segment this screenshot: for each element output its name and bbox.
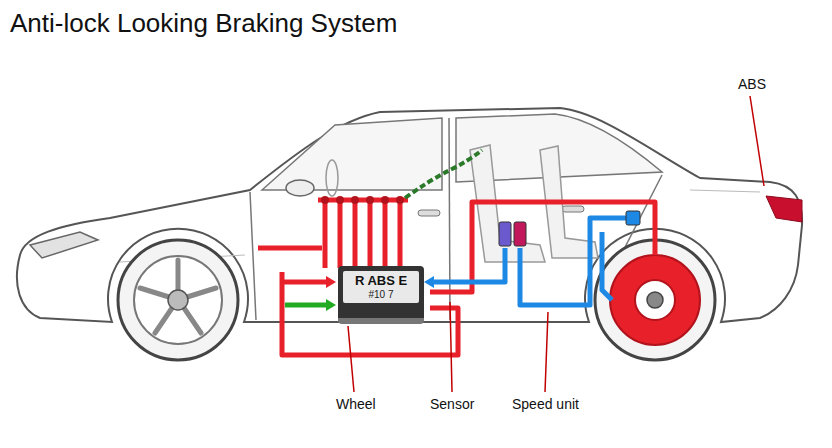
rear-wheel-brake-disc [595,240,715,360]
front-wheel [155,308,172,333]
unit-label: R ABS E [349,273,413,289]
red-wires [368,200,373,268]
connector-dots [366,196,374,204]
front-wheel [184,308,201,333]
connector-dots [336,196,344,204]
connector-dots [321,196,404,204]
car-body [250,192,256,320]
part-label: Speed unit [510,396,581,412]
leader-lines [450,302,452,392]
green-wire [405,150,482,198]
blue-lines [520,218,628,305]
car-body [766,196,802,222]
diagram-title: Anti-lock Looking Braking System [10,8,397,39]
red-wires [258,200,655,355]
front-wheel [176,260,181,290]
hose-connectors [626,211,640,225]
red-wires [282,280,326,285]
part-label: Sensor [428,396,476,412]
car-body [262,118,442,190]
leader-lines [750,96,764,186]
callout-label: ABS [736,76,768,92]
front-wheel [134,256,222,344]
green-arrow [285,303,326,308]
seats [326,160,338,196]
red-wires [353,200,358,268]
abs-control-unit: R ABS E#10 7 [338,266,424,324]
front-wheel [187,288,216,297]
red-wires [258,246,322,251]
hose-connectors [499,211,640,246]
rear-wheel-brake-disc [595,240,715,360]
arrow-head [326,299,336,311]
red-wires [383,200,388,268]
red-wires [323,200,328,268]
blue-lines [434,248,505,282]
red-wires [318,198,408,203]
arrow-head [424,276,434,288]
arrow-head [326,276,336,288]
car-body [30,232,98,258]
rear-wheel-brake-disc [610,255,700,345]
car-body [690,190,760,192]
blue-lines [434,218,628,305]
front-wheel [118,240,238,360]
connector-dots [396,196,404,204]
unit-code: #10 7 [349,289,413,301]
connector-dots [321,196,329,204]
hose-connectors [499,222,511,246]
car-body [286,180,314,196]
front-wheel [168,290,188,310]
leader-lines [348,326,354,392]
leader-lines [348,96,764,392]
leader-lines [545,312,548,392]
blue-lines [602,232,612,300]
car-body [562,206,584,212]
rear-wheel-brake-disc [647,292,663,308]
front-wheel [140,260,216,333]
connector-dots [381,196,389,204]
hose-connectors [514,222,526,246]
connector-dots [351,196,359,204]
front-wheel [118,240,238,360]
car-body [418,210,440,216]
red-wires [398,200,403,268]
unit-display: R ABS E#10 7 [343,271,419,303]
rear-wheel-brake-disc [635,280,675,320]
front-wheel [140,288,169,297]
red-wires [338,200,343,268]
part-label: Wheel [334,396,378,412]
